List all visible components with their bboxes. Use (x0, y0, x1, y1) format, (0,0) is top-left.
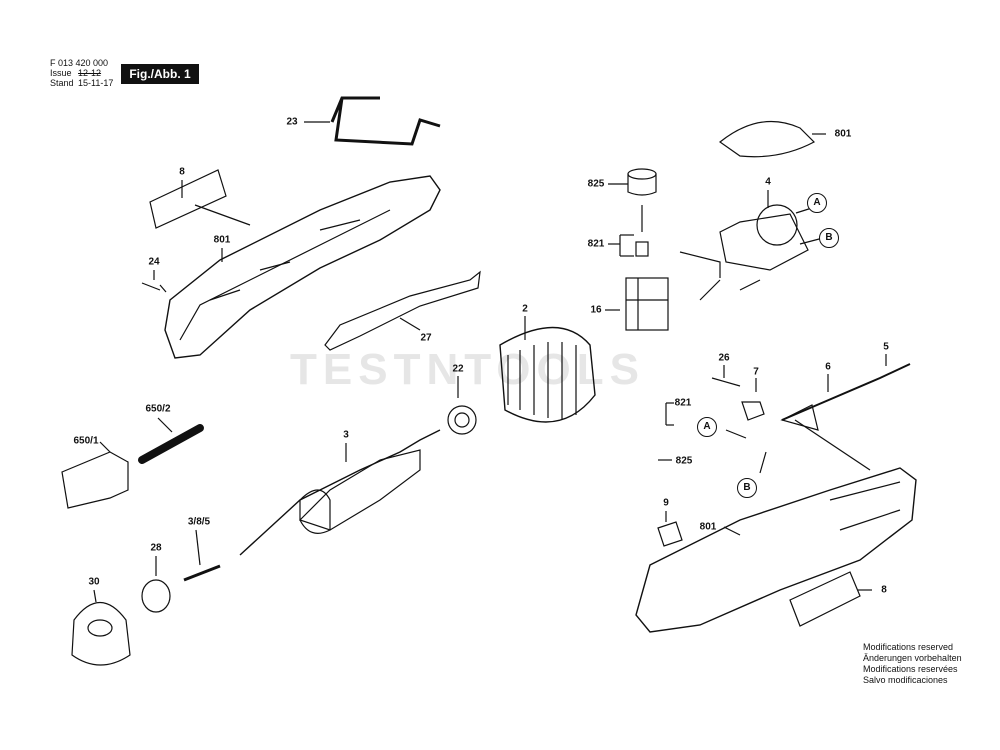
mod-line-es: Salvo modificaciones (863, 675, 948, 685)
part-821-top: 821 (587, 238, 605, 250)
part-30: 30 (88, 576, 100, 588)
part-27: 27 (420, 332, 432, 344)
part-2: 2 (522, 303, 528, 315)
mod-line-en: Modifications reserved (863, 642, 954, 652)
part-16: 16 (590, 304, 602, 316)
part-825-top: 825 (587, 178, 605, 190)
part-801-bottom: 801 (699, 521, 717, 533)
part-801-top: 801 (834, 128, 852, 140)
watermark: TESTNTOOLS (290, 345, 645, 394)
figure-label: Fig./Abb. 1 (121, 64, 199, 84)
doc-number: F 013 420 000 (50, 58, 109, 68)
part-8-top: 8 (179, 166, 185, 178)
connector-b-bottom: B (737, 478, 757, 498)
part-821-bottom: 821 (674, 397, 692, 409)
part-3: 3 (343, 429, 349, 441)
stand-value: 15-11-17 (78, 78, 114, 88)
mod-line-fr: Modifications reservées (863, 664, 958, 674)
stand-label: Stand (50, 78, 74, 88)
connector-a-bottom: A (697, 417, 717, 437)
part-5: 5 (883, 341, 889, 353)
part-650-1: 650/1 (73, 435, 99, 447)
part-9: 9 (663, 497, 669, 509)
part-24: 24 (148, 256, 160, 268)
part-22: 22 (452, 363, 464, 375)
part-6: 6 (825, 361, 831, 373)
document-header: F 013 420 000 Issue 12-12 Stand 15-11-17 (50, 58, 113, 88)
part-801-left: 801 (213, 234, 231, 246)
part-8-bottom: 8 (881, 584, 887, 596)
part-4: 4 (765, 176, 771, 188)
part-825-bottom: 825 (675, 455, 693, 467)
part-7: 7 (753, 366, 759, 378)
issue-label: Issue (50, 68, 72, 78)
connector-b-top: B (819, 228, 839, 248)
part-3-8-5: 3/8/5 (187, 516, 211, 528)
part-650-2: 650/2 (145, 403, 171, 415)
issue-value: 12-12 (78, 68, 102, 78)
part-26: 26 (718, 352, 730, 364)
part-23: 23 (286, 116, 298, 128)
mod-line-de: Änderungen vorbehalten (863, 653, 962, 663)
connector-a-top: A (807, 193, 827, 213)
modifications-note: Modifications reserved Änderungen vorbeh… (863, 642, 962, 686)
part-28: 28 (150, 542, 162, 554)
